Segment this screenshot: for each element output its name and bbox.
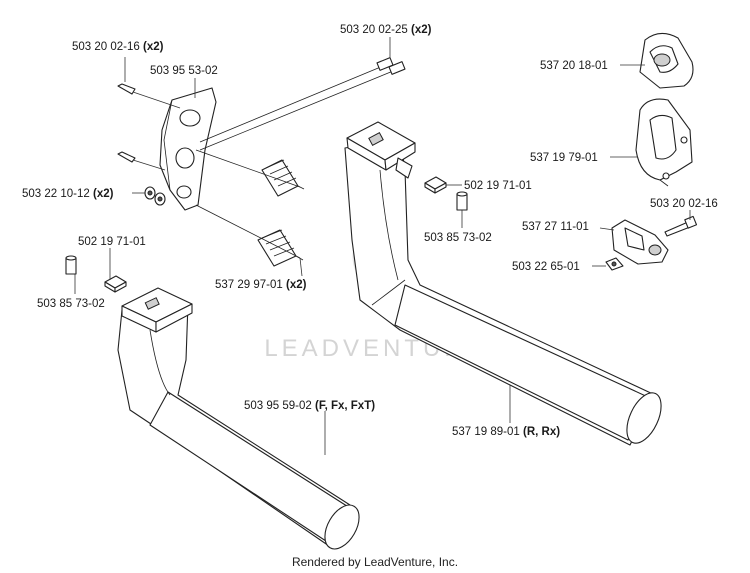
handle-537-19-89-01 xyxy=(344,121,662,446)
label-503-95-53-02: 503 95 53-02 xyxy=(150,65,218,77)
label-503-85-73-02-right: 503 85 73-02 xyxy=(424,232,492,244)
spacer-503-85-73-02-right xyxy=(456,191,468,211)
label-503-85-73-02-left: 503 85 73-02 xyxy=(37,298,105,310)
rod-503-20-02-25 xyxy=(199,57,406,151)
nuts-503-22-10-12 xyxy=(144,186,166,206)
housing-537-27-11-01 xyxy=(611,219,669,265)
label-503-20-02-16-x2: 503 20 02-16 (x2) xyxy=(72,41,164,53)
label-503-22-10-12-x2: 503 22 10-12 (x2) xyxy=(22,188,114,200)
nut-502-19-71-01-left xyxy=(104,275,127,293)
nut-502-19-71-01-right xyxy=(424,176,447,194)
label-502-19-71-01-right: 502 19 71-01 xyxy=(464,180,532,192)
label-503-22-65-01: 503 22 65-01 xyxy=(512,261,580,273)
spacer-503-85-73-02-left xyxy=(65,255,77,275)
label-503-20-02-16: 503 20 02-16 xyxy=(650,198,718,210)
label-537-29-97-01-x2: 537 29 97-01 (x2) xyxy=(215,279,307,291)
label-502-19-71-01-left: 502 19 71-01 xyxy=(78,236,146,248)
label-537-19-79-01: 537 19 79-01 xyxy=(530,152,598,164)
label-537-20-18-01: 537 20 18-01 xyxy=(540,60,608,72)
label-537-27-11-01: 537 27 11-01 xyxy=(522,221,589,233)
bracket-503-95-53-02 xyxy=(159,87,217,211)
label-503-20-02-25-x2: 503 20 02-25 (x2) xyxy=(340,24,432,36)
label-537-19-89-01: 537 19 89-01 (R, Rx) xyxy=(452,426,560,438)
leader-lines xyxy=(74,37,691,455)
springs-537-29-97-01 xyxy=(195,149,305,267)
screw-503-20-02-16 xyxy=(664,215,698,237)
part-labels: 503 20 02-16 (x2) 503 95 53-02 503 20 02… xyxy=(22,24,718,438)
clamp-537-20-18-01 xyxy=(639,32,694,89)
credit-text: Rendered by LeadVenture, Inc. xyxy=(292,555,458,569)
nut-503-22-65-01 xyxy=(605,257,624,271)
handle-503-95-59-02 xyxy=(117,287,360,550)
label-503-95-59-02: 503 95 59-02 (F, Fx, FxT) xyxy=(244,400,375,412)
clamp-537-19-79-01 xyxy=(635,98,693,187)
screws-503-20-02-16 xyxy=(117,83,181,171)
